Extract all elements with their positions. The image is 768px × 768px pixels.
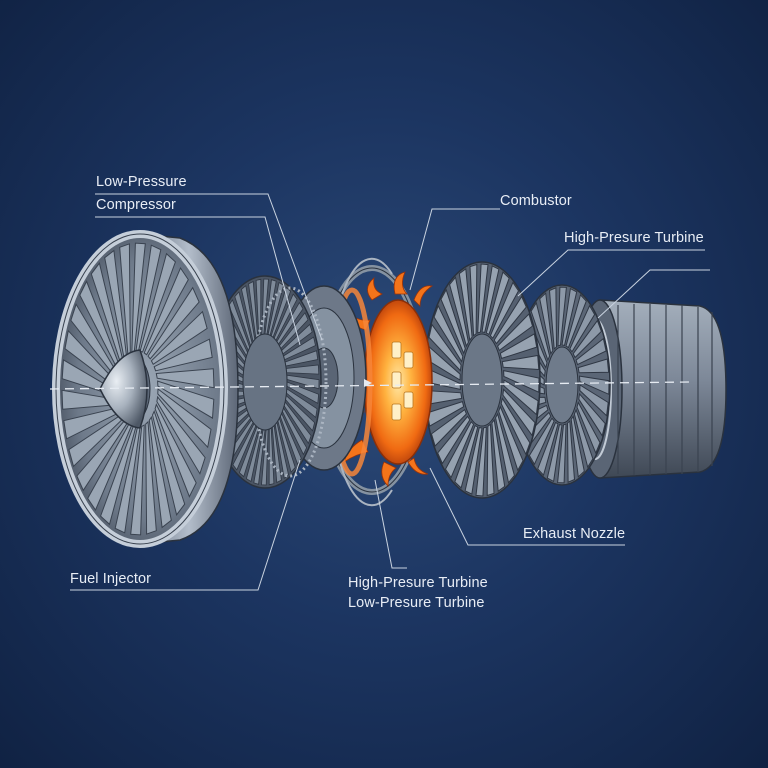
turbine-blade	[539, 292, 554, 356]
leader-hp-turbine-top-2	[597, 269, 710, 319]
turbine-blade	[557, 286, 567, 347]
turbine-blade	[469, 263, 478, 337]
turbine-blade	[500, 397, 531, 456]
label-hp-turbine-top: High-Presure Turbine	[564, 230, 704, 246]
turbine-blade	[573, 408, 594, 469]
fan-blade	[148, 415, 172, 529]
turbine-blade	[481, 265, 500, 333]
turbine-blade	[440, 288, 466, 355]
turbine-blade	[485, 271, 510, 336]
turbine-blade	[502, 388, 536, 437]
fan-blade	[147, 286, 200, 360]
label-fuel-injector: Fuel Injector	[70, 571, 152, 587]
turbine-blade	[548, 287, 558, 351]
turbine-blade	[464, 427, 483, 495]
turbine-blade	[444, 420, 475, 479]
fan-blade	[154, 403, 197, 498]
turbine-stage-front	[423, 261, 541, 499]
turbine-blade	[477, 263, 489, 334]
label-lp-turbine-bottom: Low-Presure Turbine	[348, 595, 485, 611]
leader-lp-compressor-1	[95, 193, 323, 341]
leader-lp-compressor-2	[95, 216, 301, 346]
fan-assembly	[52, 230, 239, 548]
turbine-blade	[537, 421, 559, 477]
leader-fuel-injector	[70, 459, 301, 591]
turbine-blade	[569, 304, 596, 353]
turbine-blade	[565, 293, 587, 349]
fan-blade	[157, 388, 212, 449]
turbine-blade	[489, 281, 520, 340]
turbine-blade	[497, 313, 534, 352]
label-lp-compressor-line1: Low-Pressure	[96, 174, 187, 190]
turbine-blade	[566, 419, 576, 483]
turbine-blade	[486, 423, 495, 497]
turbine-blade	[475, 426, 487, 497]
fan-blade	[143, 266, 189, 356]
turbine-blade	[503, 369, 540, 393]
turbine-blade	[578, 392, 606, 437]
fan-blade	[130, 424, 145, 536]
turbine-blade	[572, 319, 602, 359]
turbine-blade	[575, 337, 607, 366]
turbine-blade	[501, 354, 540, 371]
fan-blade	[139, 252, 176, 353]
turbine-blade	[570, 414, 585, 478]
leader-exhaust-nozzle	[429, 467, 625, 546]
turbine-blade	[493, 295, 527, 345]
fan-blade	[156, 395, 206, 475]
turbine-blade	[528, 417, 555, 466]
turbine-blade	[579, 384, 609, 417]
nozzle-ribs	[617, 304, 713, 475]
turbine-blade	[576, 401, 601, 455]
label-hp-turbine-bottom: High-Presure Turbine	[348, 575, 488, 591]
turbine-blade	[499, 333, 538, 360]
turbine-blade	[437, 415, 471, 465]
leader-hp-turbine-top	[517, 249, 705, 297]
turbine-blade	[449, 276, 469, 348]
turbine-blade	[454, 424, 479, 489]
turbine-blade	[495, 412, 515, 484]
leader-combustor	[409, 208, 500, 291]
turbine-blade	[577, 358, 610, 374]
fuel-nozzle-ring	[391, 341, 414, 421]
turbine-blade	[430, 408, 467, 447]
fan-blade	[150, 310, 208, 366]
fan-blade	[153, 338, 213, 372]
turbine-blade	[491, 418, 506, 493]
turbine-blade	[561, 287, 578, 346]
fan-blade	[145, 420, 157, 535]
label-exhaust-nozzle: Exhaust Nozzle	[523, 526, 626, 542]
turbine-blade	[530, 301, 551, 362]
axis-arrow	[364, 379, 372, 387]
fan-blade	[151, 409, 186, 516]
fan-blade	[157, 380, 215, 419]
turbine-blade	[546, 424, 563, 483]
turbine-blade	[578, 375, 610, 396]
spinner-cone	[99, 349, 148, 429]
center-axis	[49, 381, 691, 390]
turbine-blade	[557, 423, 567, 484]
label-combustor: Combustor	[500, 193, 572, 209]
turbine-blade	[428, 323, 462, 372]
leader-lines	[70, 193, 710, 591]
label-lp-compressor-line2: Compressor	[96, 197, 176, 213]
fan-blade	[155, 368, 215, 389]
turbine-blade	[498, 405, 524, 472]
turbine-blade	[458, 267, 473, 342]
turbine-blade	[433, 304, 464, 363]
leader-turbine-bottom	[374, 479, 407, 569]
